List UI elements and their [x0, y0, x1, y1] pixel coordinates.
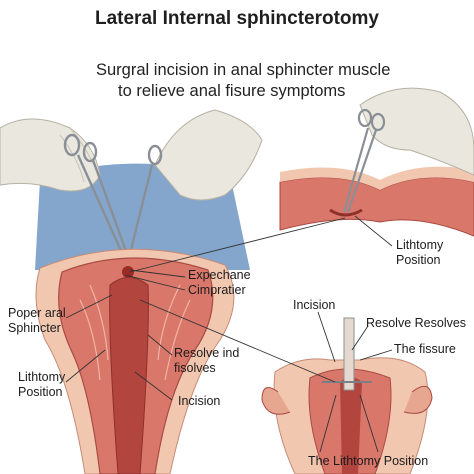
label-cimpratier: Cimpratier — [188, 283, 246, 297]
leader-lines — [65, 215, 393, 453]
subtitle: Surgral incision in anal sphincter muscl… — [96, 60, 436, 102]
label-position-left: Position — [18, 385, 63, 399]
muscle-striations — [79, 284, 191, 381]
label-lithtomy-right: Lithtomy — [396, 238, 444, 252]
label-incision-left: Incision — [178, 394, 221, 408]
label-resolve-resolves: Resolve Resolves — [366, 316, 467, 330]
bottom-right-left-lobe — [261, 387, 291, 415]
label-lithtomy-position-left: Lithtomy Position — [18, 370, 65, 400]
label-lithtomy-left: Lithtomy — [18, 370, 66, 384]
subtitle-line-1: Surgral incision in anal sphincter muscl… — [96, 61, 391, 79]
label-the-lithtomy-position: The Lithtomy Position — [308, 454, 429, 468]
bottom-right-right-lobe — [403, 385, 433, 414]
label-lithtomy-position-right: Lithtomy Position — [396, 238, 443, 268]
label-expechane-cimpratier: Expechane Cimpratier — [188, 268, 251, 298]
label-resolve-ind: Resolve ind — [174, 346, 240, 360]
label-sphincter: Sphincter — [8, 321, 61, 335]
anal-canal — [109, 277, 149, 474]
top-right-gloved-hand — [359, 87, 474, 176]
label-fisolves: fisolves — [174, 361, 216, 375]
bottom-right-instrument — [343, 317, 355, 391]
label-resolve-ind-fisolves: Resolve ind fisolves — [174, 346, 239, 376]
subtitle-line-2: to relieve anal fisure symptoms — [118, 82, 346, 100]
cross-section-incision — [329, 208, 363, 217]
label-poper-aral: Poper aral — [8, 306, 66, 320]
cross-section-skin — [280, 166, 474, 190]
bottom-right-canal — [340, 377, 362, 474]
right-gloved-hand — [154, 109, 263, 201]
label-incision-right: Incision — [293, 298, 336, 312]
surgical-scissors — [63, 133, 163, 263]
label-poper-aral-sphincter: Poper aral Sphincter — [8, 306, 66, 336]
label-expechane: Expechane — [188, 268, 251, 282]
label-the-fissure: The fissure — [394, 342, 456, 356]
top-right-forceps — [342, 108, 386, 213]
page-title: Lateral Internal sphincterotomy — [94, 8, 379, 29]
label-position-right: Position — [396, 253, 441, 267]
